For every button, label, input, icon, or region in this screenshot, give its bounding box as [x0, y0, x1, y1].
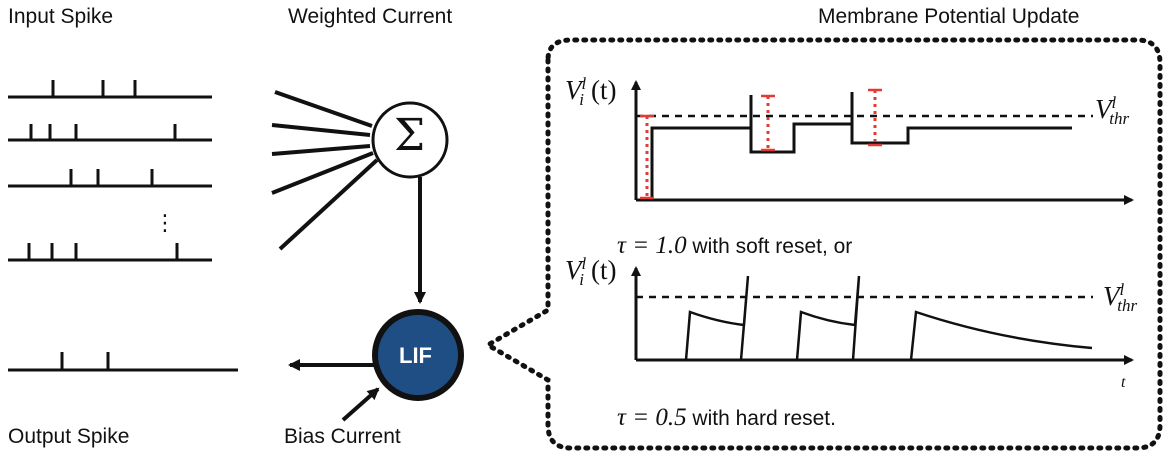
- output-spike-train: [8, 352, 238, 372]
- vertical-ellipsis: ⋮: [154, 210, 176, 235]
- bottom-caption: τ = 0.5 with hard reset.: [617, 404, 836, 431]
- sigma-symbol: Σ: [394, 110, 426, 161]
- top-caption: τ = 1.0 with soft reset, or: [617, 232, 853, 259]
- spike-train-2: [8, 124, 212, 142]
- bottom-potential-trace: [684, 275, 1093, 361]
- output-spike-label: Output Spike: [8, 425, 130, 448]
- bias-arrow: [341, 387, 380, 422]
- lif-node: [372, 309, 464, 401]
- sum-node: [371, 101, 449, 179]
- bottom-v-label: Vli(t): [565, 254, 617, 290]
- spike-train-1: [8, 80, 212, 99]
- callout-box: [483, 37, 1163, 451]
- bias-current-label: Bias Current: [284, 425, 401, 448]
- top-reset-markers: [645, 90, 877, 198]
- input-spike-label: Input Spike: [8, 5, 114, 28]
- spike-train-4: [8, 243, 212, 262]
- top-reset-caps: [640, 88, 882, 200]
- input-spike-trains: [8, 80, 238, 372]
- top-plot: [631, 80, 1134, 205]
- spike-train-3: [8, 169, 212, 188]
- bottom-plot: [631, 266, 1134, 365]
- weighted-current-label: Weighted Current: [288, 5, 453, 28]
- bottom-t-label: t: [1121, 374, 1126, 391]
- top-v-label: Vli(t): [565, 74, 617, 110]
- top-potential-trace: [650, 92, 1072, 200]
- weighted-inputs: [271, 90, 379, 251]
- membrane-update-label: Membrane Potential Update: [818, 5, 1080, 28]
- bottom-threshold-label: Vlthr: [1103, 280, 1138, 316]
- lif-label: LIF: [399, 343, 432, 368]
- top-threshold-label: Vlthr: [1095, 93, 1130, 129]
